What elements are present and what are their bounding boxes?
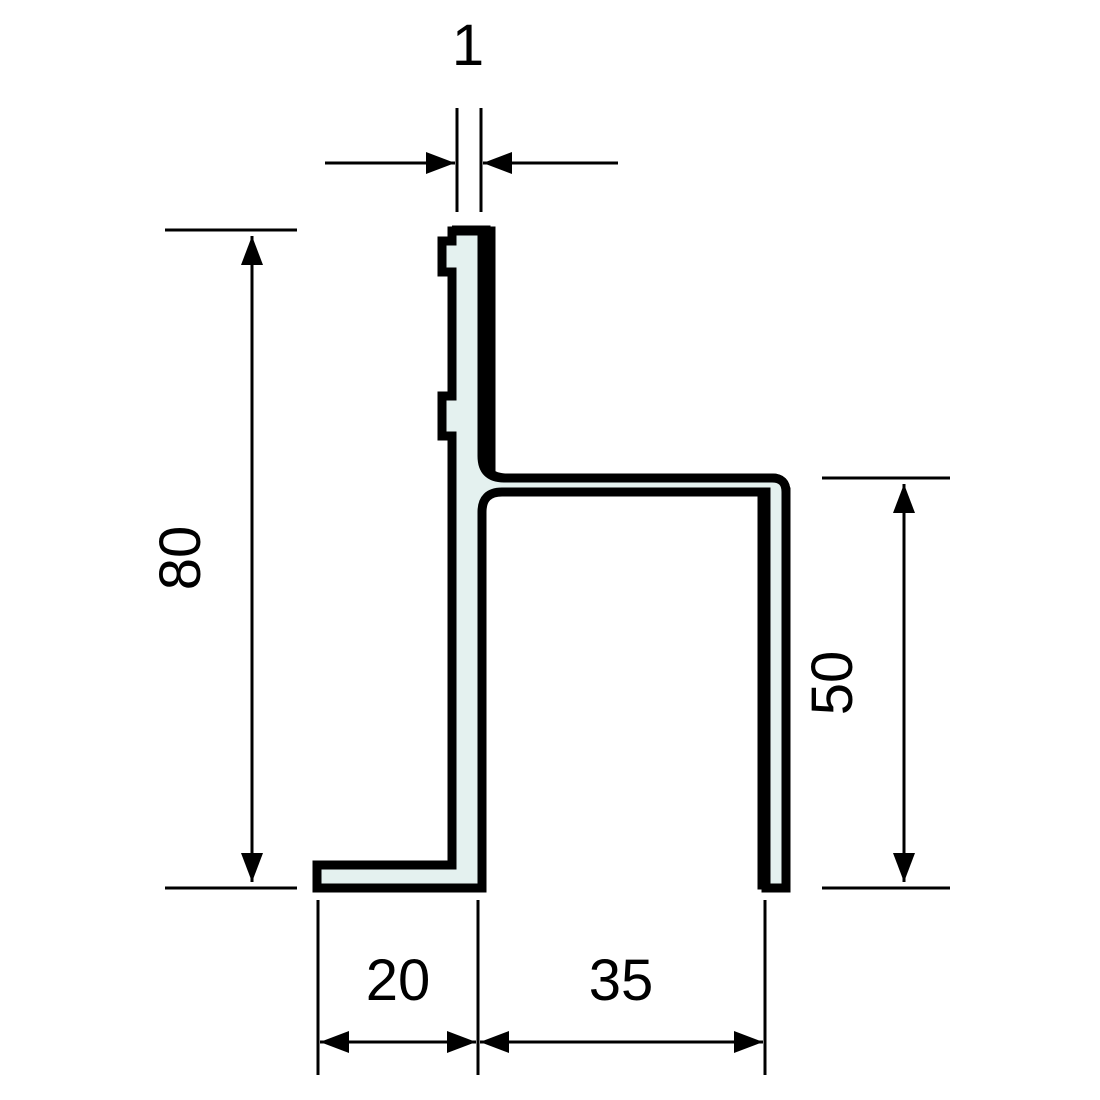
profile-cross-section	[312, 225, 791, 893]
dimension-label-thickness: 1	[452, 13, 484, 78]
dimension-label-channel-width: 35	[589, 948, 654, 1013]
dimension-widths: 20 35	[316, 900, 767, 1075]
dimension-leg-height: 50	[800, 476, 950, 890]
dimension-overall-height: 80	[148, 228, 297, 890]
dimension-label-overall-height: 80	[148, 526, 213, 591]
profile-full-silhouette	[312, 226, 791, 893]
dimension-label-leg-height: 50	[800, 651, 865, 716]
dimension-label-left-foot-width: 20	[366, 948, 431, 1013]
profile-body	[452, 226, 791, 890]
profile-outline	[452, 225, 791, 890]
dimension-thickness: 1	[325, 13, 618, 212]
